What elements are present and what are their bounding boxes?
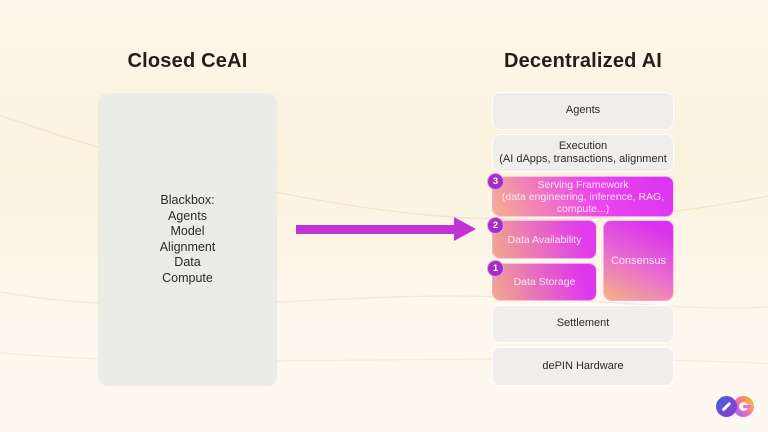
layer-data-availability-label: Data Availability <box>507 233 582 246</box>
blackbox-line: Compute <box>162 270 213 285</box>
arrow-right-icon <box>454 217 476 241</box>
layer-serving-label: Serving Framework <box>537 178 629 191</box>
transition-arrow-shaft <box>296 225 456 234</box>
closed-ai-blackbox: Blackbox: Agents Model Alignment Data Co… <box>98 93 277 386</box>
layer-serving-sublabel: (data engineering, inference, RAG, <box>501 190 665 203</box>
layer-execution-sublabel: (AI dApps, transactions, alignment <box>499 153 667 165</box>
layer-agents-label: Agents <box>565 104 601 117</box>
brand-logo <box>716 396 754 417</box>
step-badge-3: 3 <box>487 173 504 190</box>
layer-serving-framework: 3 Serving Framework (data engineering, i… <box>487 173 674 217</box>
blackbox-line: Blackbox: <box>160 193 215 207</box>
layer-data-availability: 2 Data Availability <box>487 217 597 259</box>
g-crossbar <box>743 405 751 408</box>
layer-settlement-label: Settlement <box>556 317 610 330</box>
layer-data-storage-label: Data Storage <box>513 276 576 288</box>
blackbox-line: Agents <box>168 208 207 223</box>
blackbox-line: Data <box>174 255 201 269</box>
layer-consensus-label: Consensus <box>610 254 667 267</box>
layer-agents: Agents <box>492 92 674 130</box>
blackbox-line: Model <box>170 224 205 238</box>
right-panel-title: Decentralized AI <box>503 50 663 72</box>
blackbox-line: Alignment <box>159 239 216 254</box>
layer-depin-hardware-label: dePIN Hardware <box>542 359 624 372</box>
layer-consensus: Consensus <box>603 220 674 301</box>
left-panel-title: Closed CeAI <box>127 50 248 72</box>
step-badge-2: 2 <box>487 217 504 234</box>
slash-glyph <box>721 401 732 412</box>
layer-depin-hardware: dePIN Hardware <box>492 347 674 386</box>
layer-serving-sublabel2: compute...) <box>556 202 610 215</box>
layer-execution-label: Execution <box>558 139 608 152</box>
layer-execution: Execution (AI dApps, transactions, align… <box>492 134 674 172</box>
step-badge-1: 1 <box>487 260 504 277</box>
layer-settlement: Settlement <box>492 305 674 343</box>
zero-slash-circle-icon <box>716 396 737 417</box>
layer-data-storage: 1 Data Storage <box>487 260 597 301</box>
blackbox-text: Blackbox: Agents Model Alignment Data Co… <box>160 193 216 286</box>
g-gradient-ring-icon <box>733 396 754 417</box>
